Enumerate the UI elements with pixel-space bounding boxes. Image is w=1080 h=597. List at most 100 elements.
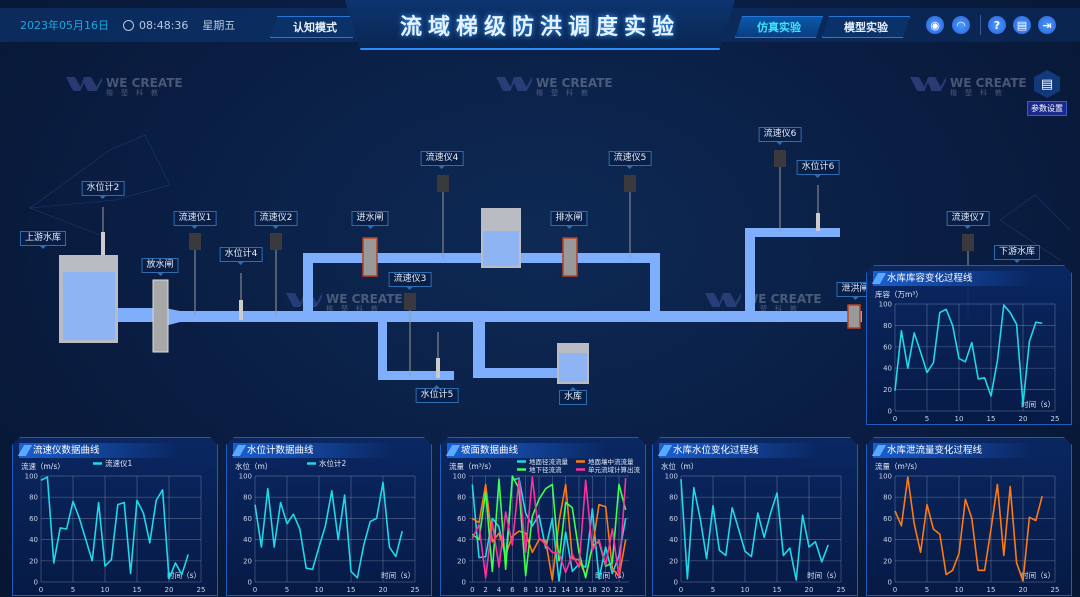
y-tick-label: 20 — [457, 557, 466, 565]
label-downstream-reservoir[interactable]: 下游水库 — [993, 245, 1041, 263]
y-tick-label: 40 — [29, 536, 38, 544]
y-tick-label: 0 — [248, 579, 252, 587]
y-tick-label: 0 — [674, 579, 678, 587]
y-tick-label: 80 — [243, 494, 252, 502]
x-tick-label: 25 — [411, 586, 420, 594]
x-axis-label: 时间（s） — [1021, 570, 1055, 580]
x-tick-label: 20 — [601, 586, 610, 594]
y-tick-label: 60 — [669, 515, 678, 523]
label-reservoir[interactable]: 水库 — [558, 387, 588, 405]
series-line-流速仪1 — [41, 477, 188, 579]
x-tick-label: 15 — [133, 586, 142, 594]
label-flow6[interactable]: 流速仪6 — [758, 127, 802, 145]
label-level4[interactable]: 水位计4 — [219, 247, 263, 265]
upstream-reservoir-tank — [59, 255, 118, 343]
x-axis-label: 时间（s） — [595, 570, 629, 580]
x-tick-label: 15 — [347, 586, 356, 594]
label-level2[interactable]: 水位计2 — [81, 181, 125, 199]
x-tick-label: 15 — [987, 415, 996, 423]
x-axis-label: 时间（s） — [167, 570, 201, 580]
y-axis-label: 流量（m³/s） — [875, 461, 922, 471]
tab-model[interactable]: 模型实验 — [822, 16, 910, 38]
y-tick-label: 80 — [29, 494, 38, 502]
series-line-水位 — [681, 479, 828, 580]
label-flow7[interactable]: 流速仪7 — [946, 211, 990, 229]
chart-title: 水库库容变化过程线 — [873, 271, 1033, 286]
legend-label: 地下径流流 — [529, 465, 562, 474]
y-tick-label: 40 — [669, 536, 678, 544]
logout-icon[interactable]: ⇥ — [1038, 16, 1056, 34]
divider — [980, 15, 981, 35]
gauge-icon[interactable]: ◠ — [952, 16, 970, 34]
series-line-水位计2 — [255, 482, 402, 577]
tab-simulation[interactable]: 仿真实验 — [735, 16, 823, 38]
y-tick-label: 100 — [239, 473, 252, 481]
x-tick-label: 5 — [925, 415, 929, 423]
label-drain-gate[interactable]: 排水闸 — [550, 211, 588, 229]
clipboard-icon: ▤ — [1034, 70, 1060, 98]
y-tick-label: 60 — [243, 515, 252, 523]
y-axis-label: 流量（m³/s） — [449, 461, 496, 471]
label-release-gate[interactable]: 放水闸 — [141, 258, 179, 276]
x-tick-label: 16 — [575, 586, 584, 594]
param-settings-button[interactable]: ▤参数设置 — [1027, 70, 1067, 116]
export-icon[interactable]: ▤ — [1013, 16, 1031, 34]
y-tick-label: 0 — [462, 579, 466, 587]
x-tick-label: 0 — [893, 415, 897, 423]
y-tick-label: 20 — [669, 557, 678, 565]
label-flow4[interactable]: 流速仪4 — [420, 151, 464, 169]
chart-title: 水位计数据曲线 — [233, 443, 393, 458]
x-tick-label: 20 — [165, 586, 174, 594]
series-line-泄流量 — [895, 477, 1042, 581]
x-tick-label: 12 — [548, 586, 557, 594]
label-flow3[interactable]: 流速仪3 — [388, 272, 432, 290]
label-flow1[interactable]: 流速仪1 — [173, 211, 217, 229]
camera-icon[interactable]: ◉ — [926, 16, 944, 34]
label-level6[interactable]: 水位计6 — [796, 160, 840, 178]
y-tick-label: 0 — [888, 579, 892, 587]
x-tick-label: 5 — [71, 586, 75, 594]
label-flow2[interactable]: 流速仪2 — [254, 211, 298, 229]
x-tick-label: 0 — [470, 586, 474, 594]
y-tick-label: 20 — [883, 557, 892, 565]
y-tick-label: 80 — [883, 494, 892, 502]
sensor-lines — [102, 167, 969, 378]
page-title: 流域梯级防洪调度实验 — [399, 15, 680, 40]
x-tick-label: 0 — [39, 586, 43, 594]
label-level5[interactable]: 水位计5 — [415, 385, 459, 403]
label-upstream-reservoir[interactable]: 上游水库 — [19, 231, 67, 249]
x-tick-label: 25 — [197, 586, 206, 594]
legend-label: 流速仪1 — [105, 458, 132, 468]
header-status: 2023年05月16日 08:48:36 星期五 — [20, 17, 235, 33]
label-inlet-gate[interactable]: 进水闸 — [351, 211, 389, 229]
label-flow5[interactable]: 流速仪5 — [608, 151, 652, 169]
y-tick-label: 40 — [883, 536, 892, 544]
y-axis-label: 库容（万m³） — [875, 289, 923, 299]
y-tick-label: 100 — [665, 473, 678, 481]
level-probes — [101, 213, 820, 378]
y-tick-label: 20 — [883, 386, 892, 394]
y-tick-label: 20 — [29, 557, 38, 565]
series-line-地面壤中流流量 — [472, 484, 625, 579]
y-tick-label: 60 — [883, 343, 892, 351]
x-tick-label: 4 — [497, 586, 502, 594]
mode-button[interactable]: 认知模式 — [270, 16, 360, 38]
x-tick-label: 10 — [741, 586, 750, 594]
chart-title: 坡面数据曲线 — [447, 443, 607, 458]
y-tick-label: 100 — [453, 473, 466, 481]
x-tick-label: 5 — [711, 586, 715, 594]
x-tick-label: 15 — [987, 586, 996, 594]
y-tick-label: 100 — [879, 473, 892, 481]
x-tick-label: 20 — [1019, 415, 1028, 423]
legend-label: 地面壤中流流量 — [588, 457, 634, 466]
help-icon[interactable]: ? — [988, 16, 1006, 34]
x-tick-label: 20 — [1019, 586, 1028, 594]
x-tick-label: 25 — [837, 586, 846, 594]
